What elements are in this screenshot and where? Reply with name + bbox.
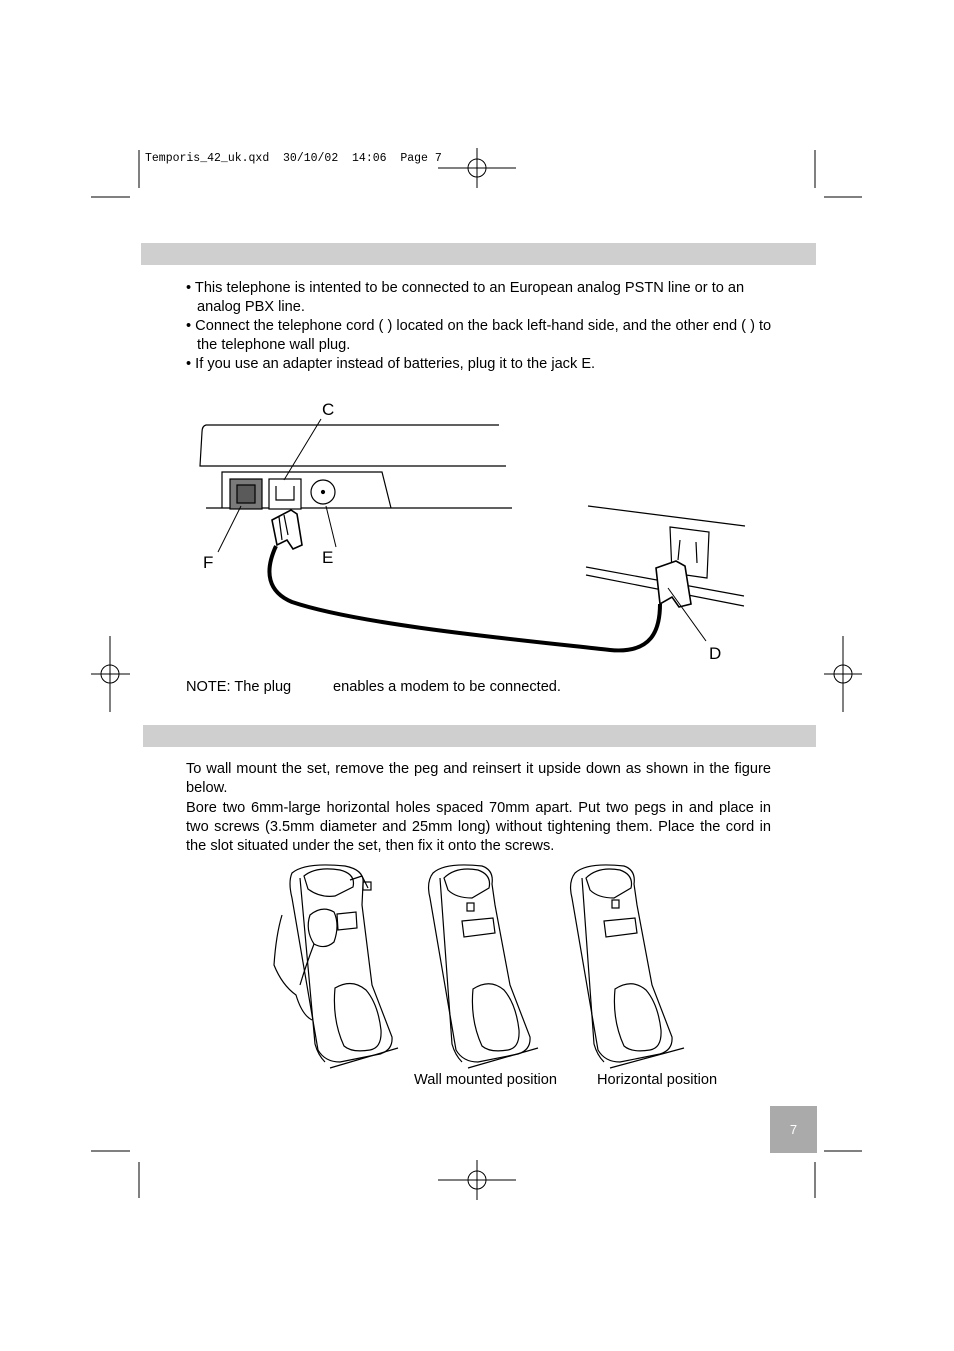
registration-mark-left xyxy=(91,636,130,712)
label-e: E xyxy=(322,548,334,567)
handset-peg-removal-illustration xyxy=(273,864,399,1069)
telephone-base-illustration xyxy=(199,424,512,510)
wall-mount-paragraph-1: To wall mount the set, remove the peg an… xyxy=(186,761,771,796)
section-header-band-wall-mount xyxy=(143,725,816,747)
registration-mark-right xyxy=(824,636,862,712)
power-jack-e-icon xyxy=(310,479,336,505)
registration-mark-top xyxy=(438,148,516,188)
label-f: F xyxy=(203,553,214,572)
wall-plug-icon xyxy=(655,560,692,608)
handset-horizontal-illustration xyxy=(569,864,685,1069)
callout-lines xyxy=(217,418,707,642)
note-suffix: enables a modem to be connected. xyxy=(333,679,561,695)
caption-horizontal: Horizontal position xyxy=(597,1072,718,1088)
connection-instructions: • This telephone is intented to be conne… xyxy=(186,279,772,374)
page-number: 7 xyxy=(770,1106,817,1153)
bullet-item: • If you use an adapter instead of batte… xyxy=(186,356,596,372)
section-header-band-connection xyxy=(141,243,816,265)
caption-wall-mounted: Wall mounted position xyxy=(414,1072,558,1088)
handset-wall-mounted-illustration xyxy=(427,864,539,1069)
socket-c-icon xyxy=(268,478,302,510)
wall-mount-paragraph-2: Bore two 6mm-large horizontal holes spac… xyxy=(186,800,771,854)
telephone-cord xyxy=(267,545,662,653)
label-c: C xyxy=(322,400,335,419)
bullet-item: • Connect the telephone cord ( ) located… xyxy=(186,318,772,353)
file-slug: Temporis_42_uk.qxd 30/10/02 14:06 Page 7 xyxy=(145,152,442,165)
label-d: D xyxy=(709,644,722,663)
bullet-item: • This telephone is intented to be conne… xyxy=(186,280,745,315)
note-prefix: NOTE: The plug xyxy=(186,679,292,695)
registration-mark-bottom xyxy=(438,1160,516,1200)
phone-plug-icon xyxy=(271,509,303,551)
